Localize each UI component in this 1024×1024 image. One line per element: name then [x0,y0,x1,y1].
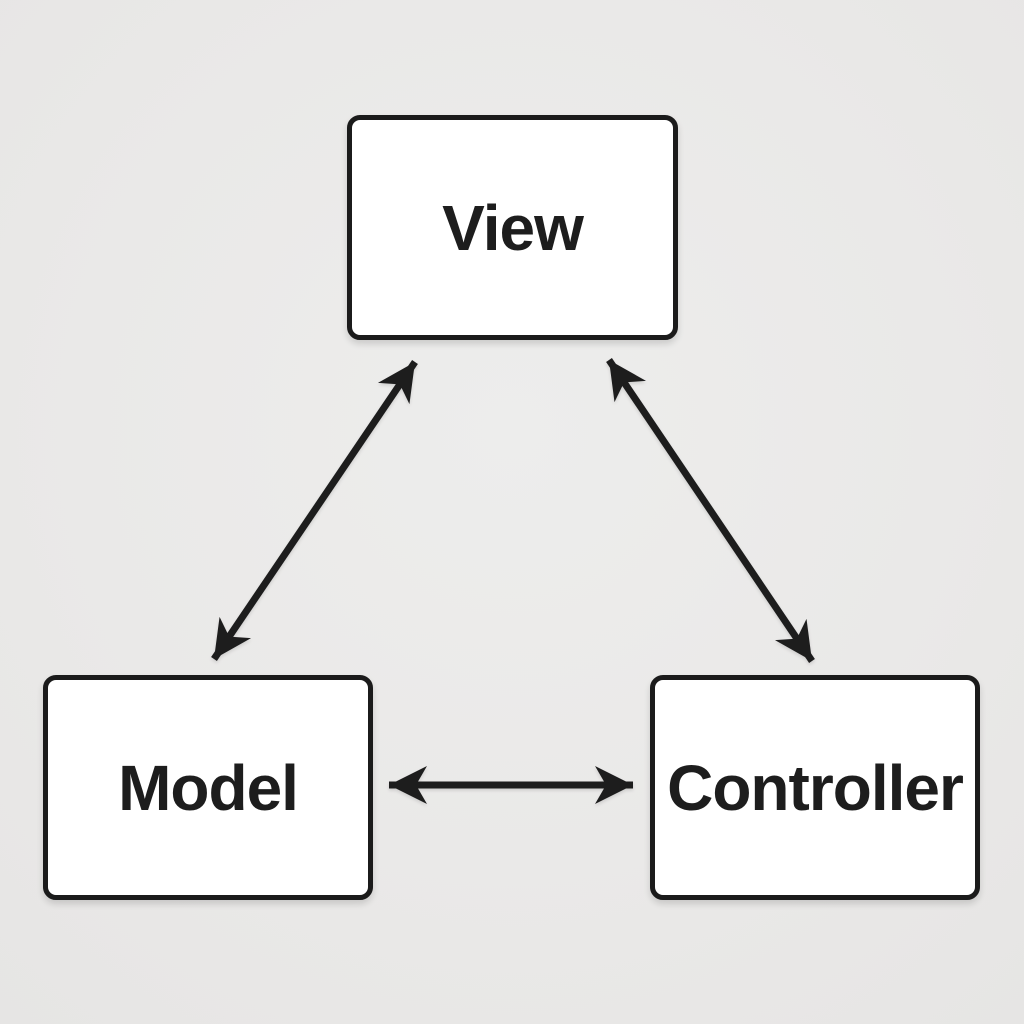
node-controller-label: Controller [667,751,964,824]
node-view-label: View [442,191,584,264]
node-model-label: Model [118,751,299,824]
arrow-view-model [211,360,418,661]
node-controller: Controller [650,675,980,900]
node-model: Model [43,675,373,900]
node-view: View [347,115,678,340]
arrow-view-controller [606,358,815,663]
